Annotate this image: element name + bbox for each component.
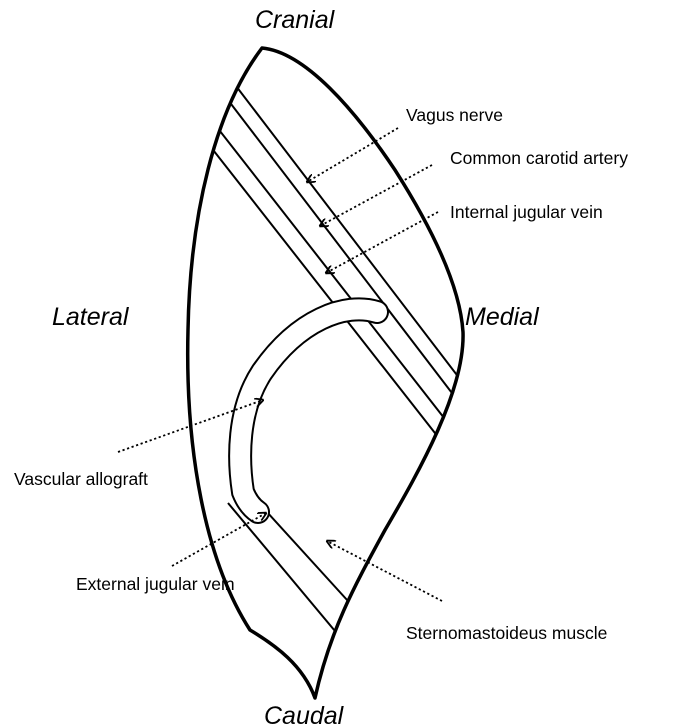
common-carotid-label: Common carotid artery	[450, 148, 628, 168]
vagus-nerve-label: Vagus nerve	[406, 105, 503, 125]
external-jugular-arrow	[172, 513, 266, 566]
sternomastoideus-arrow	[327, 541, 442, 601]
structure-lines	[210, 86, 463, 643]
caudal-label: Caudal	[264, 702, 345, 728]
external-jugular-label: External jugular vein	[76, 574, 235, 594]
vagus-nerve-line-a	[236, 86, 463, 383]
medial-label: Medial	[465, 303, 540, 331]
lateral-label: Lateral	[52, 303, 130, 331]
vascular-allograft-label: Vascular allograft	[14, 469, 148, 489]
cranial-label: Cranial	[255, 6, 336, 34]
internal-jugular-arrow	[326, 212, 438, 273]
neck-outline	[188, 48, 463, 698]
internal-jugular-label: Internal jugular vein	[450, 202, 603, 222]
sternomastoideus-label: Sternomastoideus muscle	[406, 623, 607, 643]
vascular-allograft-tube	[240, 309, 377, 512]
